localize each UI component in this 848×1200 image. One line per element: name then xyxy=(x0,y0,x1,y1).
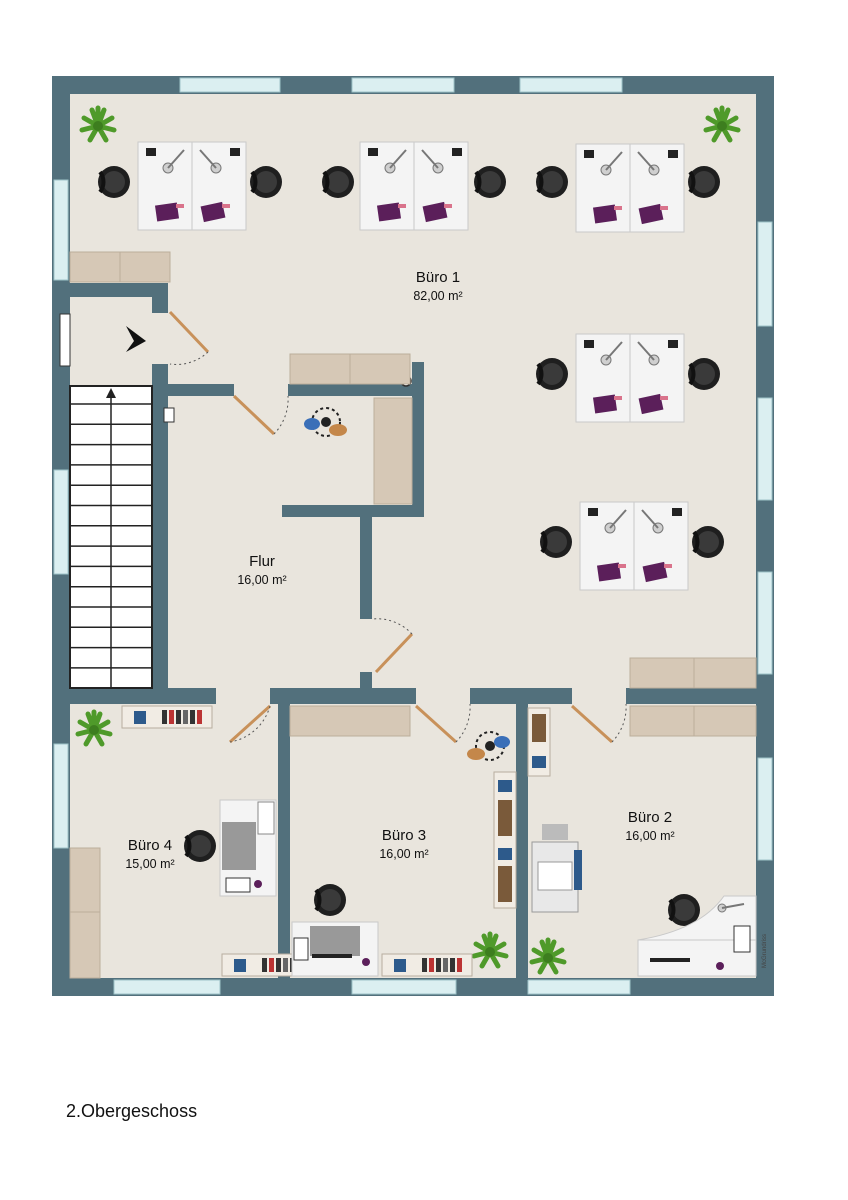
floor-caption: 2.Obergeschoss xyxy=(66,1101,198,1121)
interior-walls xyxy=(70,283,758,980)
watermark: McGrundriss xyxy=(762,934,768,968)
room-area: 82,00 m² xyxy=(413,289,462,303)
copier xyxy=(531,824,582,913)
room-name: Büro 1 xyxy=(416,269,460,286)
entry-arrow-icon xyxy=(126,326,146,352)
desk-buero-4 xyxy=(219,799,277,897)
cabinets xyxy=(69,251,757,979)
room-name: Büro 4 xyxy=(128,837,172,854)
room-name: Büro 2 xyxy=(628,809,672,826)
wall-radiator xyxy=(59,313,71,367)
light-switch xyxy=(163,407,175,423)
shelves xyxy=(121,705,551,977)
room-area: 16,00 m² xyxy=(625,829,674,843)
seated-person xyxy=(467,731,510,761)
room-area: 16,00 m² xyxy=(379,847,428,861)
room-area: 15,00 m² xyxy=(125,857,174,871)
seated-person xyxy=(304,407,347,437)
room-name: Büro 3 xyxy=(382,827,426,844)
room-area: 16,00 m² xyxy=(237,573,286,587)
desk-buero-2 xyxy=(637,895,757,977)
windows xyxy=(53,77,773,995)
room-name: Flur xyxy=(249,553,275,570)
doors xyxy=(168,310,614,744)
room-labels: Büro 1 82,00 m² Flur 16,00 m² Büro 4 15,00 m²… xyxy=(125,269,674,871)
desk-buero-3 xyxy=(291,921,379,977)
staircase xyxy=(69,385,153,689)
